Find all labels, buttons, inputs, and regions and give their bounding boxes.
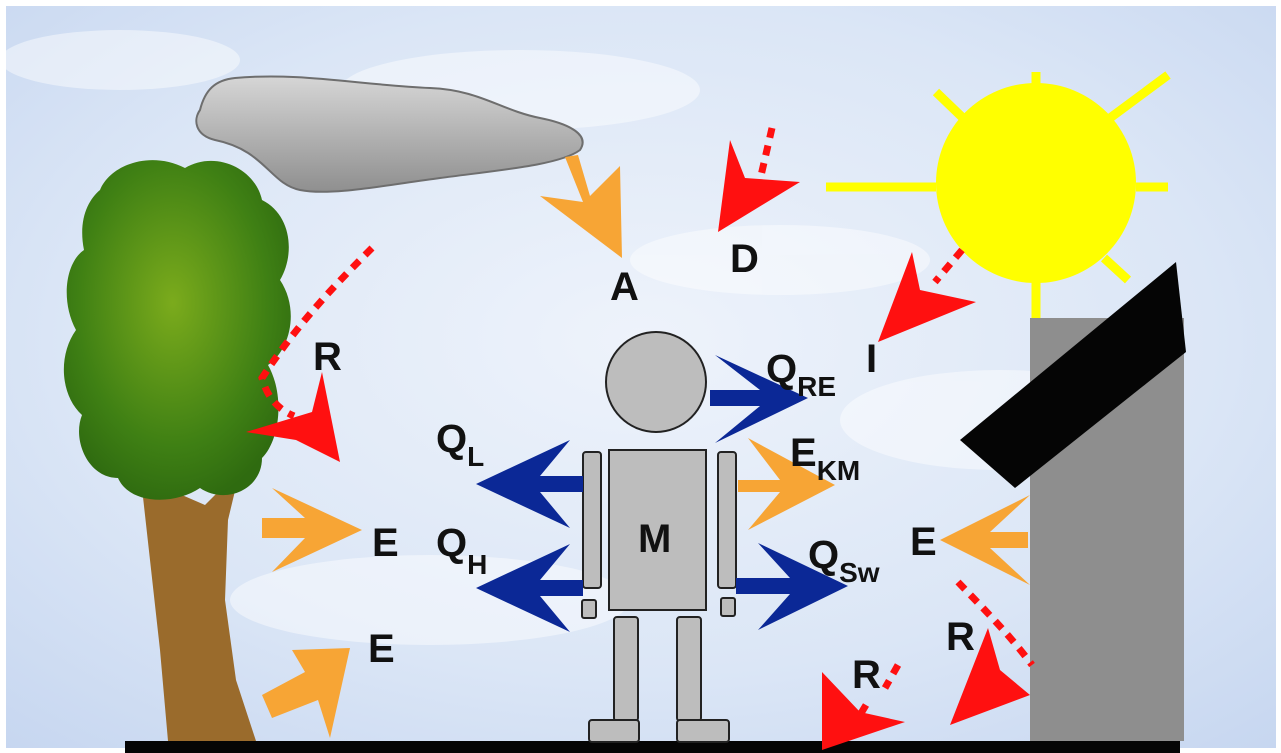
label-R-ground: R [852,653,881,697]
label-Q-H-main: Q [436,521,467,565]
label-E-KM-sub: KM [817,455,861,486]
label-E-ground: E [368,627,395,671]
label-E-wall: E [910,520,937,564]
person-left-foot [589,720,639,742]
label-I: I [866,337,877,381]
label-Q-RE-sub: RE [797,371,836,402]
person-right-hand [721,598,735,616]
label-Q-Sw-main: Q [808,533,839,577]
label-Q-Sw-sub: Sw [839,557,880,588]
label-D: D [730,237,759,281]
label-Q-RE-main: Q [766,347,797,391]
label-E-KM-main: E [790,431,817,475]
person-left-leg [614,617,638,721]
person-right-leg [677,617,701,721]
person-left-arm [583,452,601,588]
label-M: M [638,517,671,561]
person-left-hand [582,600,596,618]
ground-line [125,741,1180,753]
label-R-wall: R [946,615,975,659]
label-E-tree: E [372,521,399,565]
person-head [606,332,706,432]
label-A: A [610,265,639,309]
label-Q-L-sub: L [467,441,484,472]
tree-foliage [64,160,291,500]
label-Q-H-sub: H [467,549,487,580]
person-right-foot [677,720,729,742]
label-Q-L-main: Q [436,417,467,461]
label-R-tree: R [313,335,342,379]
person-right-arm [718,452,736,588]
